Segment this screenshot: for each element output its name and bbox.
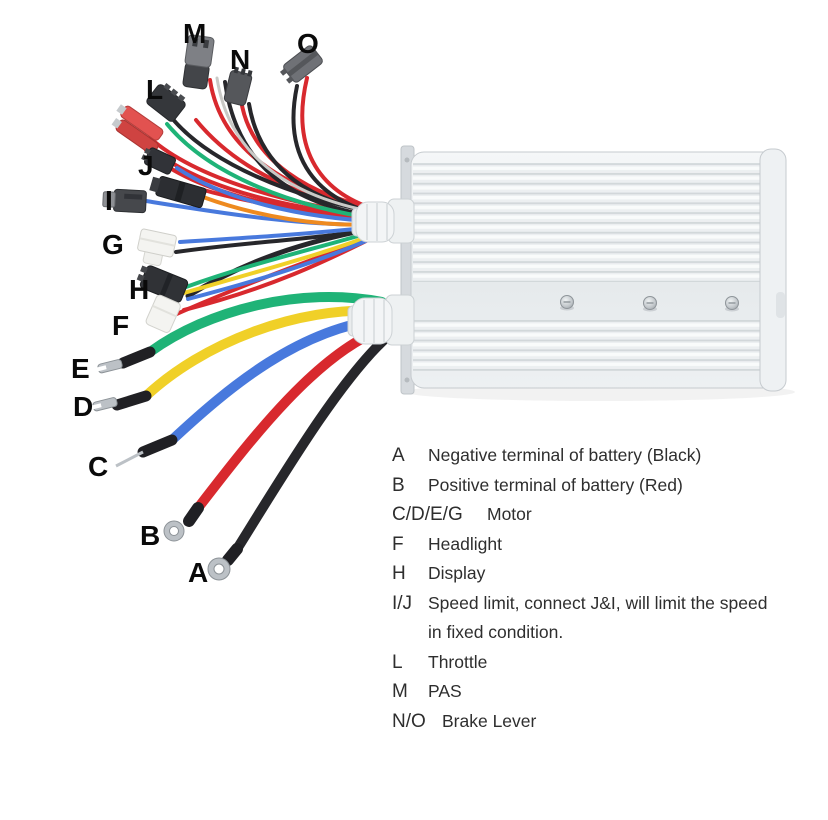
pin-terminal-C	[115, 450, 144, 468]
wire-label-M: M	[183, 18, 207, 49]
connector-J	[141, 147, 177, 175]
connector-N	[223, 66, 253, 106]
wire-label-C: C	[88, 451, 109, 482]
wire-label-G: G	[102, 229, 124, 260]
legend-key: A	[392, 445, 405, 466]
legend-key: L	[392, 651, 403, 673]
thin-white-wires	[215, 76, 387, 216]
legend-row-NO: N/O Brake Lever	[392, 707, 826, 737]
fork-terminal-E	[95, 359, 123, 374]
legend-row-B: B Positive terminal of battery (Red)	[392, 471, 826, 501]
cable-glands	[347, 198, 415, 346]
legend-key: B	[392, 474, 405, 496]
wire-A-black-thick	[232, 332, 392, 554]
connector-O	[279, 45, 323, 84]
legend-row-A: A Negative terminal of battery (Black)	[392, 441, 826, 471]
legend-desc: Positive terminal of battery (Red)	[428, 474, 683, 495]
legend-key: I/J	[392, 592, 413, 614]
flange-hole-bottom	[404, 377, 410, 383]
legend-key: N/O	[392, 710, 426, 732]
legend-desc: Throttle	[428, 651, 488, 672]
controller-box	[400, 145, 795, 401]
terminals	[90, 359, 231, 581]
legend-row-H: H Display	[392, 559, 826, 589]
connector-H	[136, 265, 189, 303]
crimp-D	[111, 390, 152, 411]
end-cap-notch	[776, 292, 785, 318]
legend-desc: Headlight	[428, 533, 502, 554]
legend-row-L: L Throttle	[392, 648, 826, 678]
ring-terminal-B	[163, 520, 185, 542]
ring-terminal-A	[207, 557, 231, 581]
wire-E-green-thick	[145, 292, 387, 357]
screw-1	[560, 295, 574, 311]
connector-G	[137, 228, 177, 267]
legend-key: F	[392, 533, 404, 555]
connectors	[102, 34, 323, 333]
wire-label-A: A	[188, 557, 209, 588]
legend-desc: Negative terminal of battery (Black)	[428, 445, 702, 465]
screw-3	[725, 296, 739, 312]
connector-I	[102, 188, 147, 214]
lower-cable-gland	[347, 294, 415, 346]
wire-M-white	[215, 76, 387, 216]
connector-unlabeled-black	[149, 175, 207, 209]
legend-desc: PAS	[428, 681, 462, 701]
screw-2	[643, 296, 657, 312]
crimp-sleeves	[111, 346, 243, 566]
legend-key: C/D/E/G	[392, 504, 463, 525]
wire-label-J: J	[138, 150, 154, 181]
crimp-E	[117, 346, 156, 369]
controller-fins-bottom	[413, 320, 781, 372]
wire-label-N: N	[230, 44, 251, 75]
legend-row-F: F Headlight	[392, 530, 826, 560]
legend-key: M	[392, 681, 408, 702]
wire-label-L: L	[146, 74, 164, 105]
controller-fins-top	[413, 163, 781, 282]
crimp-A	[222, 543, 243, 566]
legend-desc: Brake Lever	[442, 710, 537, 731]
wire-label-F: F	[112, 310, 130, 341]
legend-desc: Display	[428, 563, 486, 583]
connector-L	[146, 83, 186, 122]
wire-label-I: I	[105, 185, 113, 216]
fork-terminal-D	[90, 397, 118, 412]
crimp-B	[183, 502, 204, 527]
legend-desc: Speed limit, connect J&I, will limit the…	[428, 589, 767, 648]
legend-key: H	[392, 563, 406, 584]
legend-desc: Motor	[487, 504, 532, 524]
connector-M	[182, 34, 215, 90]
legend-row-CDEG: C/D/E/G Motor	[392, 500, 826, 530]
crimp-C	[137, 434, 178, 458]
wire-label-O: O	[297, 28, 319, 59]
wiring-legend: A Negative terminal of battery (Black) B…	[392, 441, 826, 736]
legend-desc-line2: in fixed condition.	[428, 622, 564, 642]
legend-row-M: M PAS	[392, 677, 826, 707]
wire-label-E: E	[71, 353, 90, 384]
wire-label-B: B	[140, 520, 161, 551]
wire-label-H: H	[129, 274, 150, 305]
controller-end-cap	[759, 148, 787, 392]
upper-cable-gland	[351, 198, 415, 244]
legend-desc-line1: Speed limit, connect J&I, will limit the…	[428, 592, 768, 613]
wire-label-D: D	[73, 391, 94, 422]
legend-row-IJ: I/J Speed limit, connect J&I, will limit…	[392, 589, 826, 648]
wire-B-red-thick	[193, 323, 390, 513]
connector-F	[145, 294, 181, 333]
flange-hole-top	[404, 157, 410, 163]
